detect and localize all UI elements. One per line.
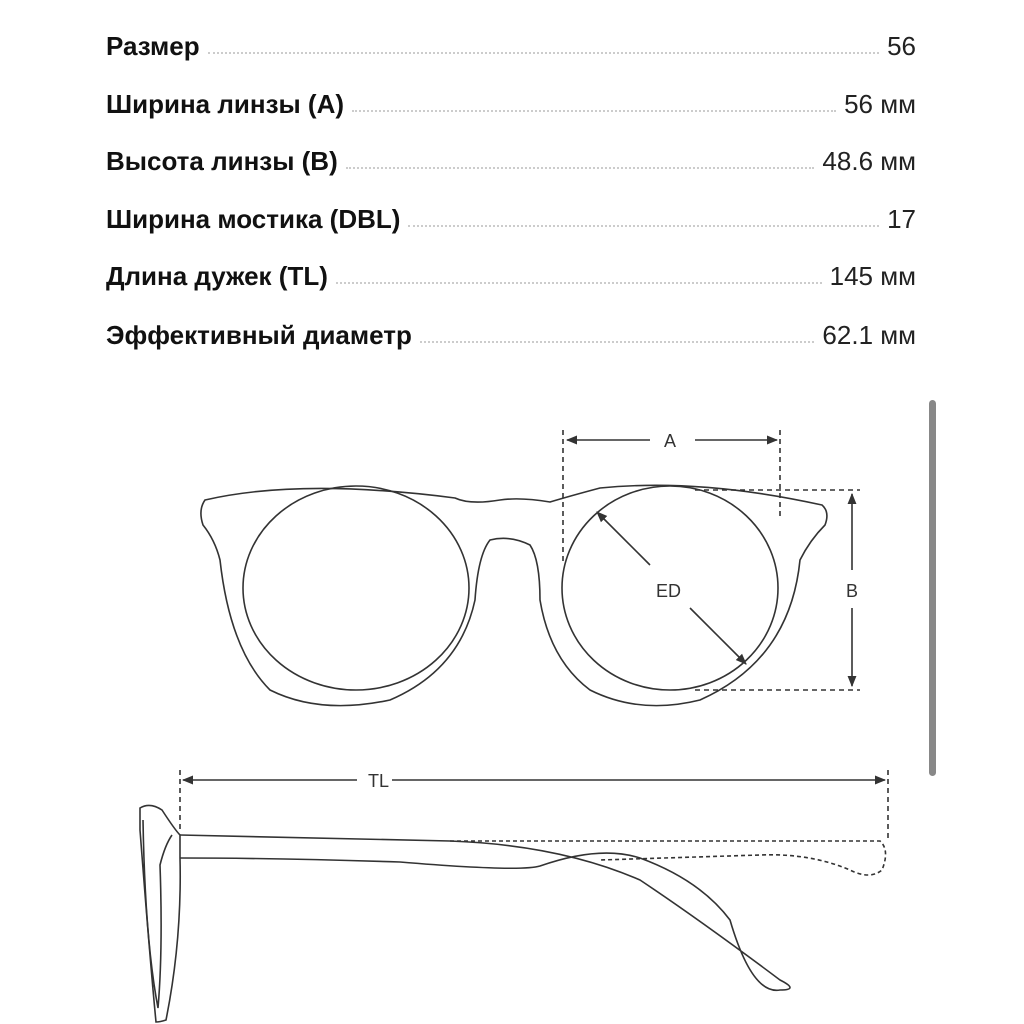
spec-row-bridge-width: Ширина мостика (DBL) 17	[106, 195, 916, 235]
left-lens	[242, 485, 470, 691]
label-b: B	[846, 581, 858, 601]
spec-label: Длина дужек (TL)	[106, 261, 328, 291]
spec-value: 17	[887, 204, 916, 234]
label-ed: ED	[656, 581, 681, 601]
leader-dots	[352, 110, 837, 112]
spec-label: Высота линзы (B)	[106, 146, 338, 176]
spec-value: 145 мм	[829, 261, 916, 291]
leader-dots	[419, 341, 815, 343]
leader-dots	[207, 52, 880, 54]
front-view: A B ED	[200, 430, 860, 707]
leader-dots	[345, 167, 815, 169]
spec-label: Ширина линзы (A)	[106, 89, 345, 119]
spec-value: 48.6 мм	[822, 146, 916, 176]
scrollbar[interactable]	[929, 400, 936, 776]
frame-outline	[200, 484, 828, 707]
temple-arm-straight	[450, 840, 887, 876]
spec-row-temple-length: Длина дужек (TL) 145 мм	[106, 252, 916, 292]
leader-dots	[408, 225, 880, 227]
spec-row-size: Размер 56	[106, 22, 916, 62]
spec-label: Эффективный диаметр	[106, 320, 412, 350]
spec-value: 56	[887, 31, 916, 61]
temple-arm	[179, 834, 791, 991]
label-a: A	[664, 431, 676, 451]
side-view: TL	[139, 770, 889, 1023]
right-lens	[561, 485, 779, 691]
spec-label: Ширина мостика (DBL)	[106, 204, 401, 234]
spec-row-effective-diameter: Эффективный диаметр 62.1 мм	[106, 311, 916, 351]
leader-dots	[335, 282, 822, 284]
label-tl: TL	[368, 771, 389, 791]
spec-value: 56 мм	[844, 89, 916, 119]
spec-row-lens-height: Высота линзы (B) 48.6 мм	[106, 137, 916, 177]
spec-value: 62.1 мм	[822, 320, 916, 350]
spec-row-lens-width: Ширина линзы (A) 56 мм	[106, 80, 916, 120]
spec-label: Размер	[106, 31, 200, 61]
